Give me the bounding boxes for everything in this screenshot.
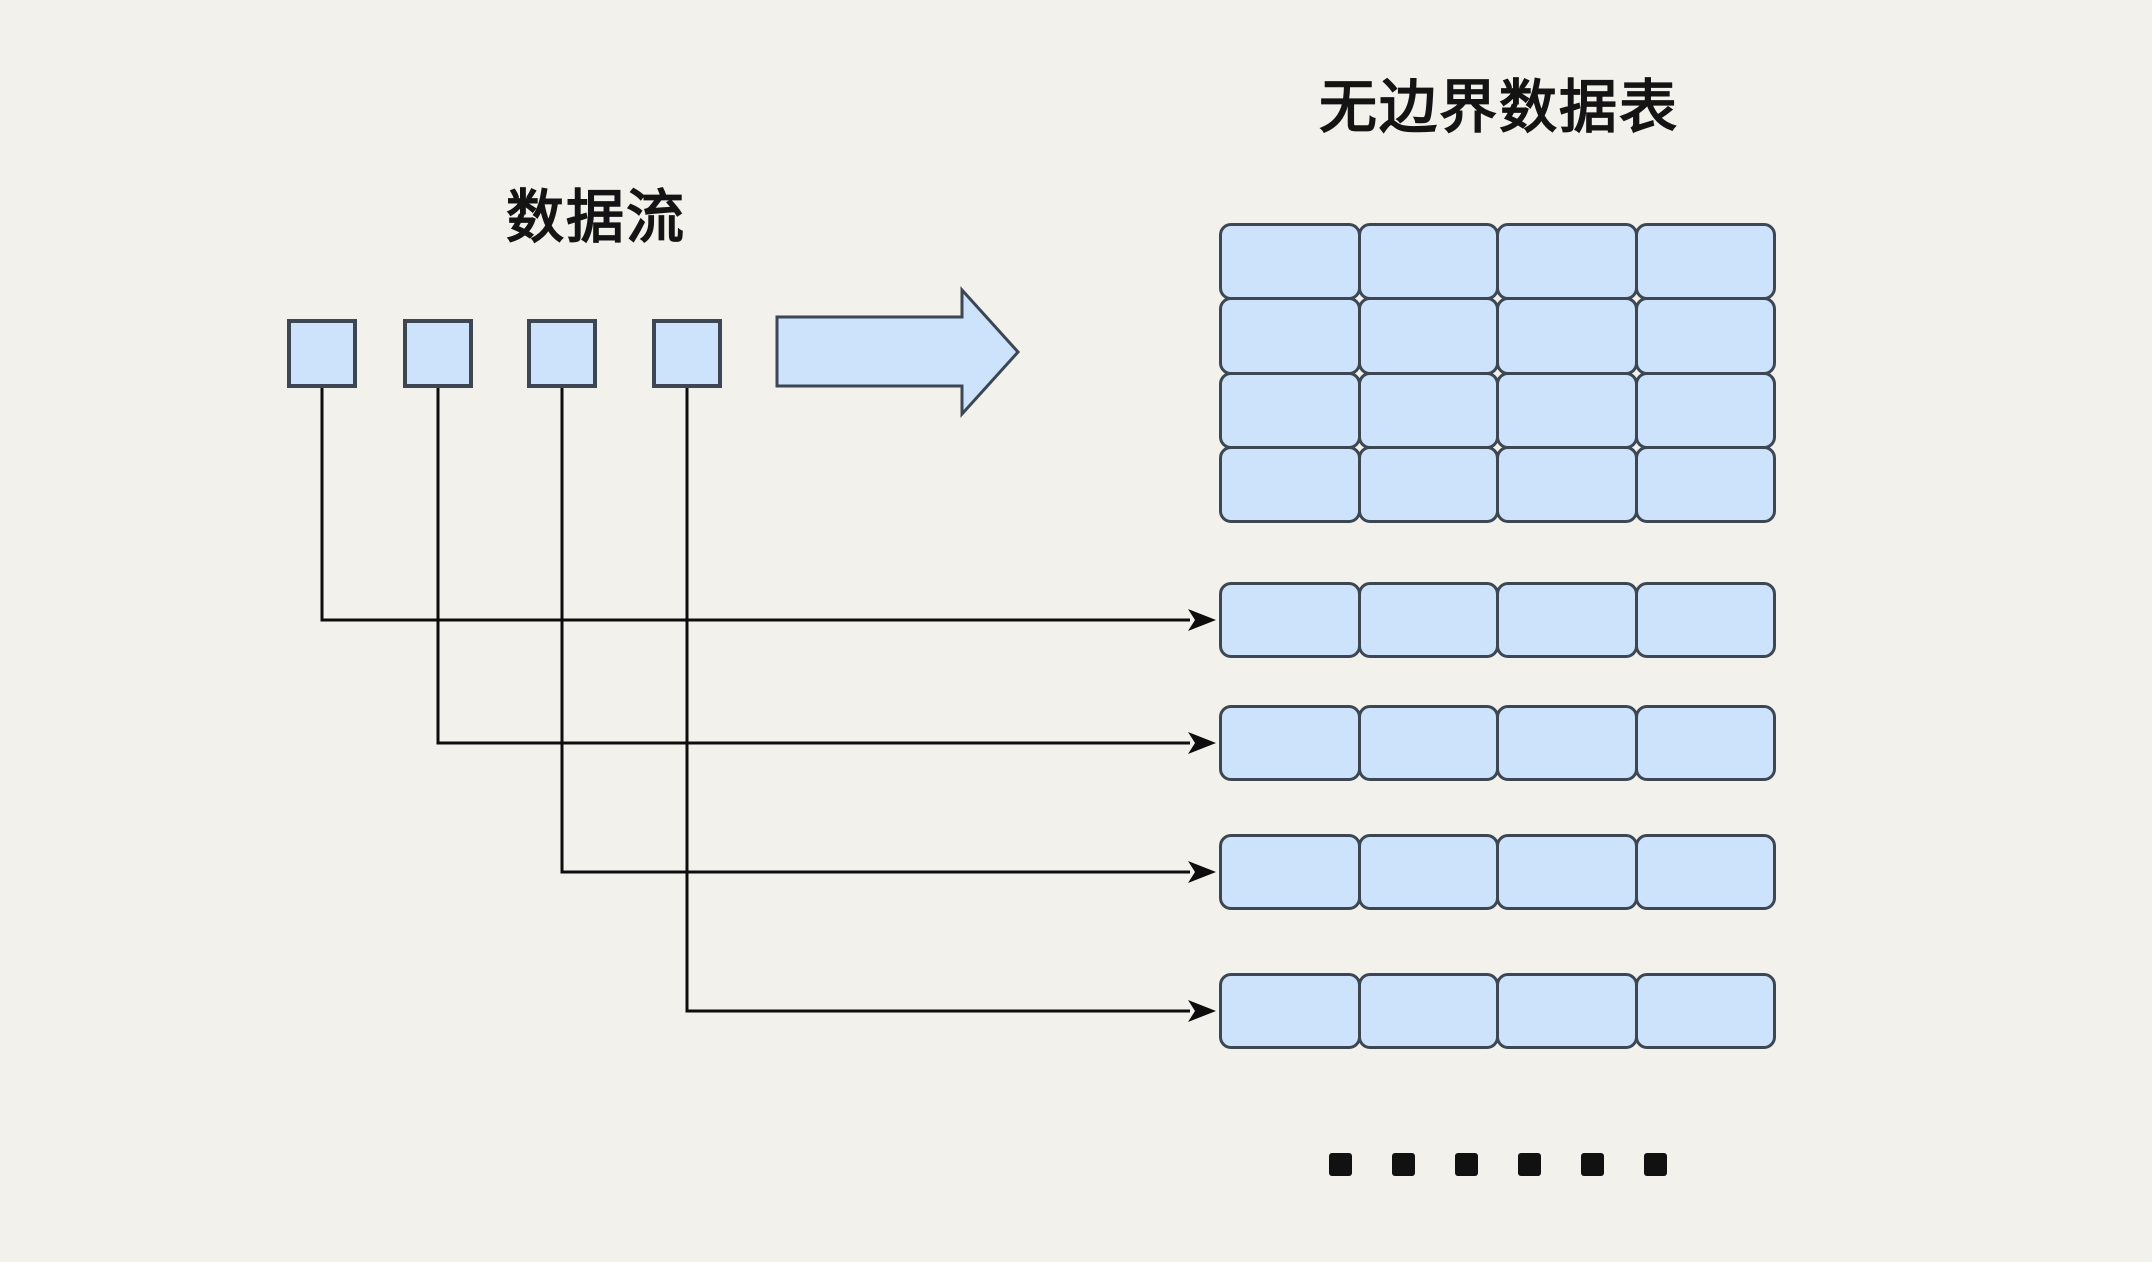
table-cell xyxy=(1496,582,1638,658)
unbounded-table-title: 无边界数据表 xyxy=(1318,75,1679,140)
stream-square xyxy=(403,319,473,388)
mapped-row xyxy=(1219,834,1776,910)
table-cell xyxy=(1357,297,1499,375)
table-cell xyxy=(1357,445,1499,523)
table-cell xyxy=(1219,297,1361,375)
stream-square xyxy=(527,319,597,388)
ellipsis-dot xyxy=(1392,1153,1415,1176)
stream-arrow-icon xyxy=(775,286,1021,418)
stream-square xyxy=(652,319,722,388)
connector-arrowhead-icon xyxy=(1188,609,1216,631)
stream-to-row-connector xyxy=(320,388,1190,622)
mapped-row xyxy=(1219,705,1776,781)
unbounded-table-grid xyxy=(1219,223,1776,523)
table-cell xyxy=(1219,973,1361,1049)
table-cell xyxy=(1357,834,1499,910)
ellipsis-dot xyxy=(1644,1153,1667,1176)
table-cell xyxy=(1357,705,1499,781)
table-cell xyxy=(1496,297,1638,375)
connector-arrowhead-icon xyxy=(1188,861,1216,883)
table-cell xyxy=(1496,223,1638,301)
mapped-row xyxy=(1219,973,1776,1049)
table-cell xyxy=(1219,834,1361,910)
table-cell xyxy=(1219,582,1361,658)
table-cell xyxy=(1634,445,1776,523)
table-cell xyxy=(1357,973,1499,1049)
table-cell xyxy=(1634,834,1776,910)
table-cell xyxy=(1496,973,1638,1049)
table-cell xyxy=(1634,371,1776,449)
table-grid-row xyxy=(1219,445,1776,523)
table-grid-row xyxy=(1219,223,1776,301)
table-cell xyxy=(1357,223,1499,301)
ellipsis-dot xyxy=(1581,1153,1604,1176)
table-cell xyxy=(1634,973,1776,1049)
table-cell xyxy=(1496,445,1638,523)
table-cell xyxy=(1634,223,1776,301)
stream-to-row-connector xyxy=(685,388,1190,1013)
stream-to-row-connector xyxy=(560,388,1190,874)
table-cell xyxy=(1634,582,1776,658)
connector-arrowhead-icon xyxy=(1188,1000,1216,1022)
ellipsis-dot xyxy=(1518,1153,1541,1176)
table-cell xyxy=(1357,371,1499,449)
stream-square xyxy=(287,319,357,388)
connector-arrowhead-icon xyxy=(1188,732,1216,754)
table-cell xyxy=(1219,705,1361,781)
table-cell xyxy=(1496,705,1638,781)
table-grid-row xyxy=(1219,371,1776,449)
ellipsis-dot xyxy=(1329,1153,1352,1176)
table-cell xyxy=(1219,371,1361,449)
table-cell xyxy=(1357,582,1499,658)
mapped-row xyxy=(1219,582,1776,658)
ellipsis-dots xyxy=(1329,1153,1667,1176)
data-stream-label: 数据流 xyxy=(505,185,686,250)
table-cell xyxy=(1496,371,1638,449)
table-grid-row xyxy=(1219,297,1776,375)
table-cell xyxy=(1496,834,1638,910)
table-cell xyxy=(1634,297,1776,375)
table-cell xyxy=(1634,705,1776,781)
table-cell xyxy=(1219,445,1361,523)
table-cell xyxy=(1219,223,1361,301)
stream-to-row-connector xyxy=(436,388,1190,745)
ellipsis-dot xyxy=(1455,1153,1478,1176)
